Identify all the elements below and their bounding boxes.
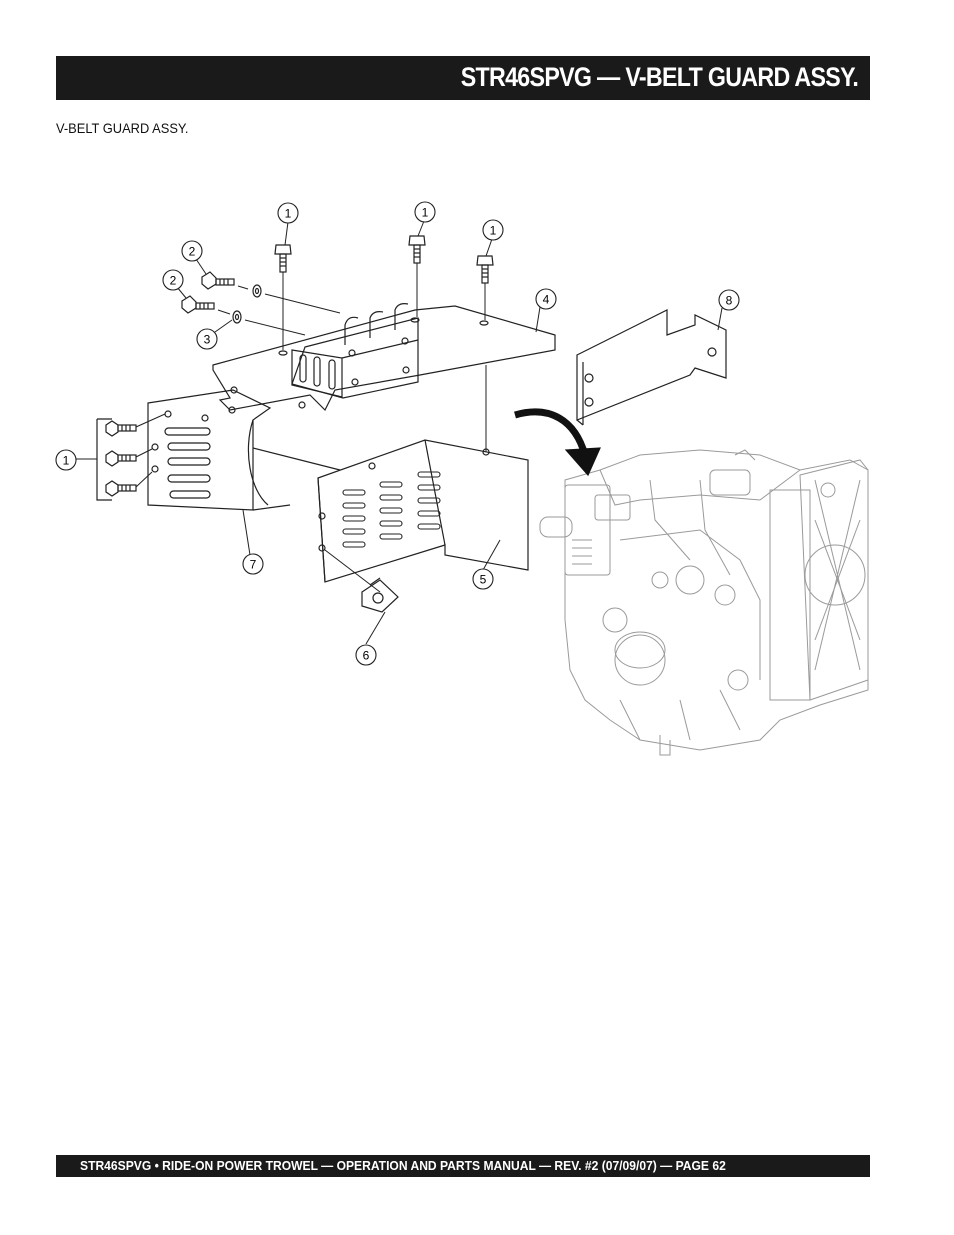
engine-illustration bbox=[539, 449, 869, 756]
callout-label: 4 bbox=[543, 293, 550, 307]
callout-1-top-right: 1 bbox=[482, 219, 504, 241]
callout-label: 8 bbox=[726, 294, 733, 308]
callout-2-lower: 2 bbox=[162, 269, 184, 291]
page-footer-bar: STR46SPVG • RIDE-ON POWER TROWEL — OPERA… bbox=[56, 1155, 870, 1177]
callout-1-left: 1 bbox=[55, 449, 77, 471]
callout-label: 5 bbox=[480, 573, 487, 587]
part-1-bolt-c bbox=[476, 255, 494, 320]
callout-label: 1 bbox=[63, 454, 70, 468]
callout-1-top-mid: 1 bbox=[414, 201, 436, 223]
part-1-bolt-b bbox=[408, 235, 426, 317]
part-2-bolt-a bbox=[201, 271, 341, 314]
part-2-bolt-b bbox=[181, 295, 306, 336]
callout-label: 1 bbox=[422, 206, 429, 220]
page-title: STR46SPVG — V-BELT GUARD ASSY. bbox=[460, 62, 859, 92]
footer-text: STR46SPVG • RIDE-ON POWER TROWEL — OPERA… bbox=[80, 1158, 726, 1173]
callout-label: 1 bbox=[285, 207, 292, 221]
part-6-clip bbox=[361, 577, 399, 613]
section-subtitle: V-BELT GUARD ASSY. bbox=[56, 120, 189, 136]
page-header-bar: STR46SPVG — V-BELT GUARD ASSY. bbox=[56, 56, 870, 100]
install-arrow bbox=[514, 408, 589, 457]
callout-2-upper: 2 bbox=[181, 240, 203, 262]
callout-6: 6 bbox=[355, 644, 377, 666]
callout-7: 7 bbox=[242, 553, 264, 575]
callout-1-top-left: 1 bbox=[277, 202, 299, 224]
callout-label: 7 bbox=[250, 558, 257, 572]
part-7-left-guard bbox=[147, 389, 341, 511]
part-8-plate bbox=[576, 309, 727, 426]
callout-8: 8 bbox=[718, 289, 740, 311]
part-5-right-guard bbox=[317, 439, 529, 583]
callout-4: 4 bbox=[535, 288, 557, 310]
callout-3: 3 bbox=[196, 328, 218, 350]
part-4-top-bracket bbox=[212, 303, 556, 412]
callout-label: 1 bbox=[490, 224, 497, 238]
callout-label: 6 bbox=[363, 649, 370, 663]
callout-label: 2 bbox=[189, 245, 196, 259]
callout-5: 5 bbox=[472, 568, 494, 590]
callout-label: 3 bbox=[204, 333, 211, 347]
part-1-bolt-group-left bbox=[76, 413, 166, 501]
callout-label: 2 bbox=[170, 274, 177, 288]
